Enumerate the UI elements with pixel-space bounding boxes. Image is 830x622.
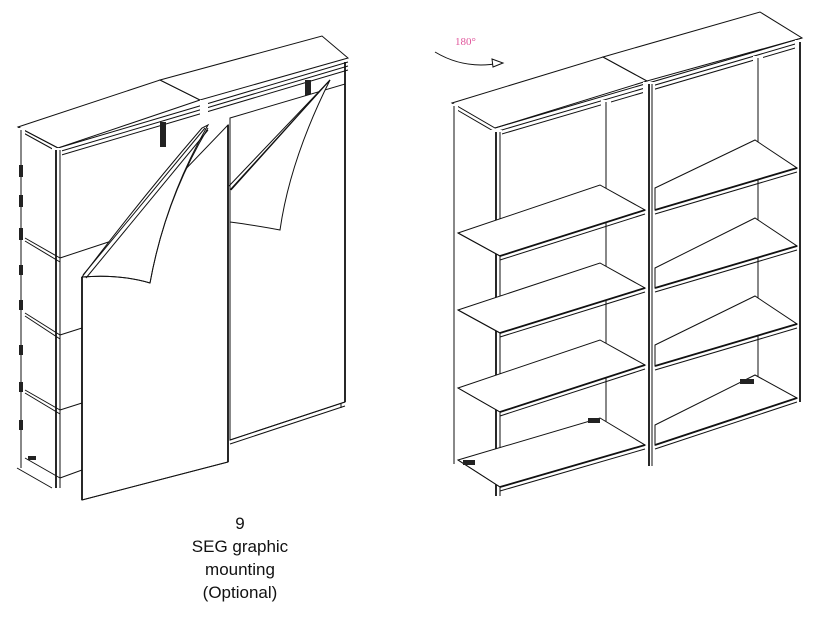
left-bay-shelves	[456, 184, 647, 492]
step-title-line3: (Optional)	[202, 583, 278, 602]
rotation-label: 180°	[455, 36, 476, 48]
step-title-line1: SEG graphic	[191, 537, 289, 556]
step-number: 9	[235, 514, 245, 533]
rotation-arrow-icon	[434, 51, 505, 68]
left-shelving-unit-with-graphic	[16, 35, 350, 501]
step-title-line2: mounting	[205, 560, 275, 579]
right-shelving-unit-rotated	[448, 11, 805, 496]
right-bay-shelves	[654, 139, 799, 450]
step-caption: 9 SEG graphic mounting (Optional)	[160, 512, 320, 604]
